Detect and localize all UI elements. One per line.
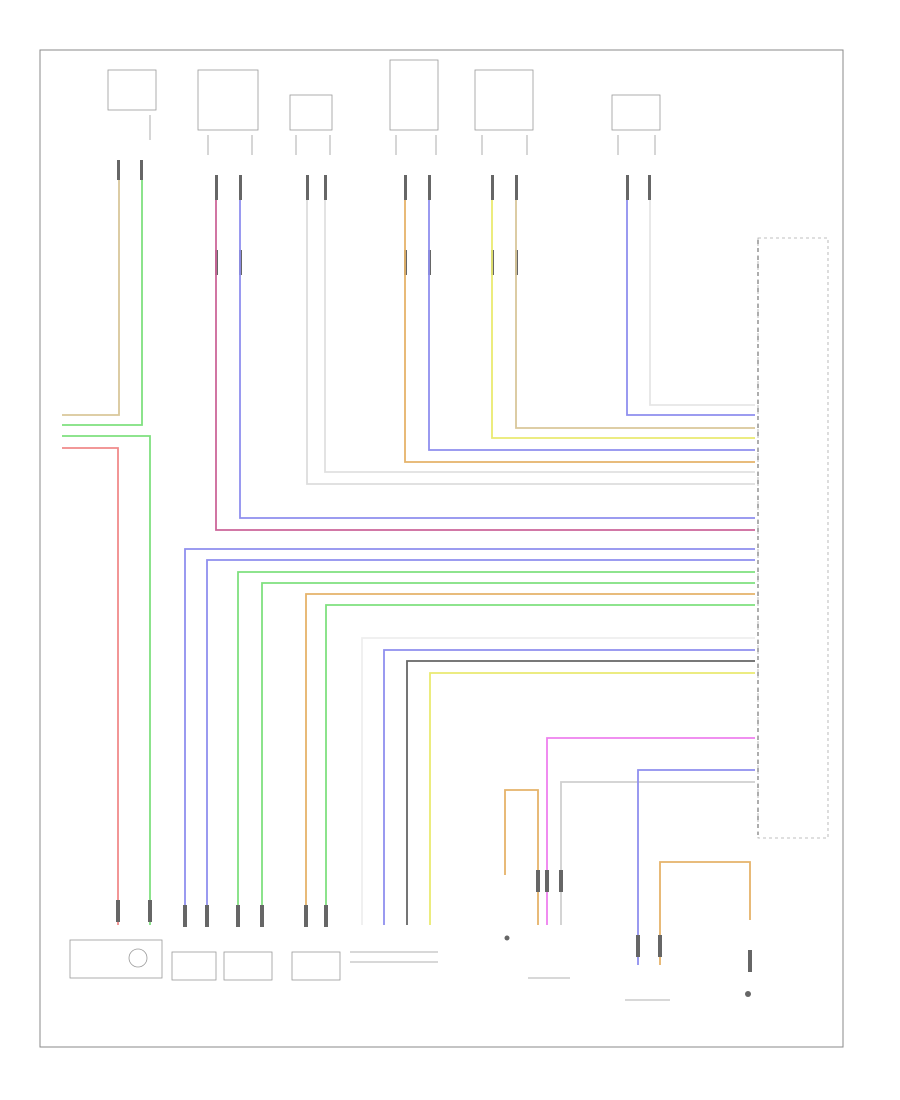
wire-yellow-b1	[429, 672, 755, 925]
wire-blue-b1	[383, 649, 755, 925]
diagram-frame	[39, 49, 844, 1048]
wire-orange-4	[404, 200, 755, 463]
component-4	[291, 951, 341, 981]
connector-5	[474, 69, 534, 275]
wire-tan-5	[515, 200, 755, 429]
connector-1	[107, 69, 157, 180]
wire-blue-2b	[239, 200, 755, 519]
wire-blue-2a	[215, 200, 755, 531]
wire-blue-m1	[184, 548, 755, 925]
control-module-strip	[757, 237, 829, 839]
wire-green-2	[62, 435, 151, 925]
wire-grey-3b	[324, 200, 755, 473]
wire-green-1	[62, 180, 143, 426]
wire-green-m3	[325, 604, 755, 925]
connector-6	[611, 94, 661, 200]
wire-grey-b1	[560, 781, 755, 925]
wire-tan-b2	[504, 789, 539, 925]
wire-orange-b2	[659, 861, 751, 965]
bottom-pins	[116, 870, 752, 972]
bottom-components	[69, 935, 751, 1001]
wire-blue-m2	[206, 559, 755, 925]
wire-pink-b1	[546, 737, 755, 925]
component-left	[69, 939, 163, 979]
connector-2	[197, 69, 259, 275]
wire-grey-6	[649, 200, 755, 406]
wire-blue-6	[626, 200, 755, 416]
wire-tan-1	[62, 180, 120, 416]
component-3	[223, 951, 273, 981]
connector-3	[289, 94, 333, 200]
wire-yellow-5	[491, 200, 755, 439]
wire-white-b1	[361, 637, 755, 925]
wire-blue-b2	[637, 769, 755, 965]
connector-4	[389, 59, 439, 275]
wires	[62, 180, 755, 965]
wire-blue-4	[428, 200, 755, 451]
wire-grey-3a	[306, 200, 755, 485]
wire-red-1	[62, 447, 119, 925]
component-2	[171, 951, 217, 981]
wire-dark-b1	[406, 660, 755, 925]
wire-green-m2	[261, 582, 755, 925]
wire-green-m1	[237, 571, 755, 925]
wire-tan-m1	[305, 593, 755, 925]
top-connectors	[107, 59, 661, 275]
